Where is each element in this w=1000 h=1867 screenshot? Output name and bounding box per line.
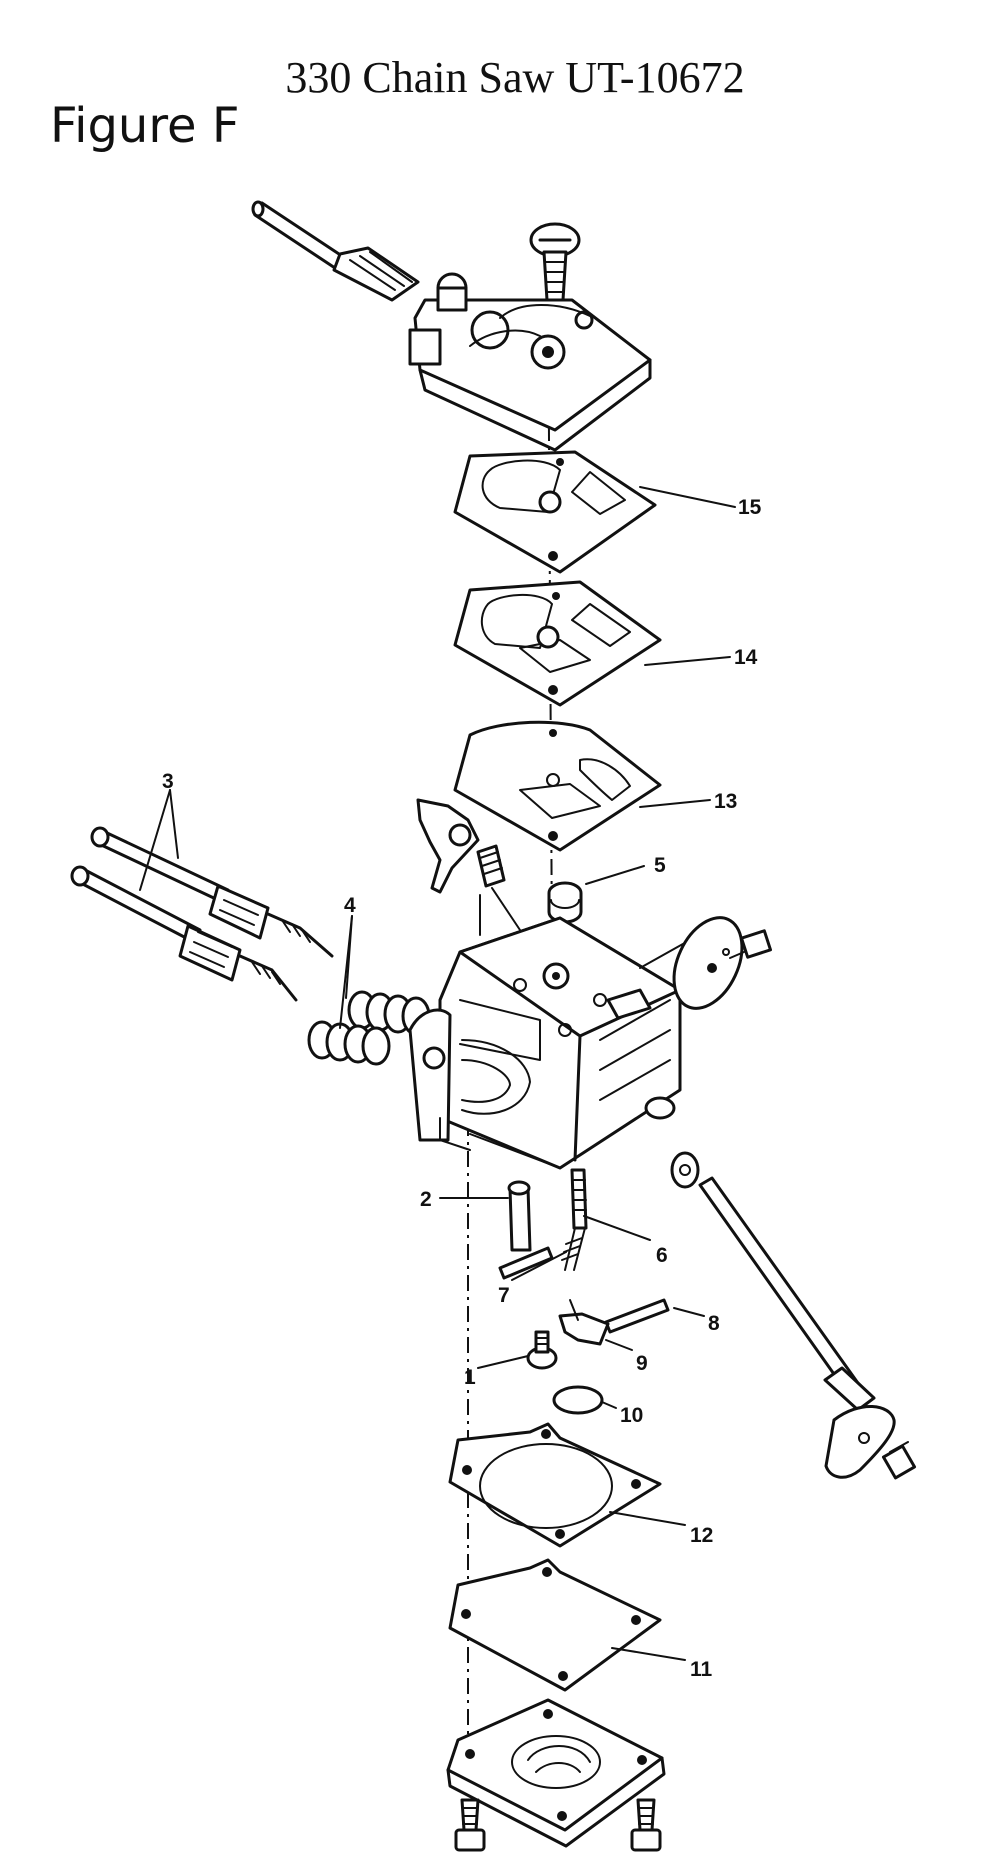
callout-3: 3 xyxy=(162,770,174,793)
part-13-diaphragm xyxy=(453,720,662,852)
part-11-diaphragm xyxy=(448,1558,662,1692)
bottom-cover-part xyxy=(446,1698,666,1848)
callout-7: 7 xyxy=(498,1284,510,1307)
part-8-pin xyxy=(604,1298,670,1334)
throttle-shaft-part xyxy=(670,1151,917,1480)
part-14-gasket xyxy=(453,580,662,707)
part-6-inlet-needle xyxy=(561,1168,588,1271)
leader-lines xyxy=(139,486,736,1661)
throttle-plate-part xyxy=(672,916,773,1010)
part-15-gasket xyxy=(453,450,657,574)
part-4-springs xyxy=(307,990,431,1066)
figure-label: Figure F xyxy=(50,98,240,154)
part-10-disc xyxy=(552,1385,604,1415)
part-5-cap xyxy=(547,881,583,924)
callout-9: 9 xyxy=(636,1352,648,1375)
part-3-rods xyxy=(70,826,334,1002)
callout-12: 12 xyxy=(690,1524,713,1547)
top-screw-part xyxy=(529,222,581,302)
carburetor-body xyxy=(408,916,691,1170)
callout-11: 11 xyxy=(690,1658,713,1681)
metering-lever-part xyxy=(416,798,521,936)
callout-15: 15 xyxy=(738,496,762,519)
part-9-lever xyxy=(558,1299,610,1346)
callout-labels: 15 14 13 5 3 4 2 6 7 8 9 1 10 12 11 xyxy=(162,496,762,1681)
callout-10: 10 xyxy=(620,1404,643,1427)
callout-2: 2 xyxy=(420,1188,432,1211)
callout-6: 6 xyxy=(656,1244,668,1267)
part-12-gasket xyxy=(448,1422,662,1548)
bottom-screws-part xyxy=(454,1798,662,1852)
callout-14: 14 xyxy=(734,646,758,669)
callout-5: 5 xyxy=(654,854,666,877)
part-2-needle xyxy=(498,1180,554,1280)
callout-4: 4 xyxy=(344,894,356,917)
callout-13: 13 xyxy=(714,790,737,813)
top-cover-part xyxy=(251,200,652,452)
page-title: 330 Chain Saw UT-10672 xyxy=(285,53,745,102)
callout-1: 1 xyxy=(464,1366,476,1389)
part-1-screw xyxy=(526,1330,558,1370)
callout-8: 8 xyxy=(708,1312,720,1335)
